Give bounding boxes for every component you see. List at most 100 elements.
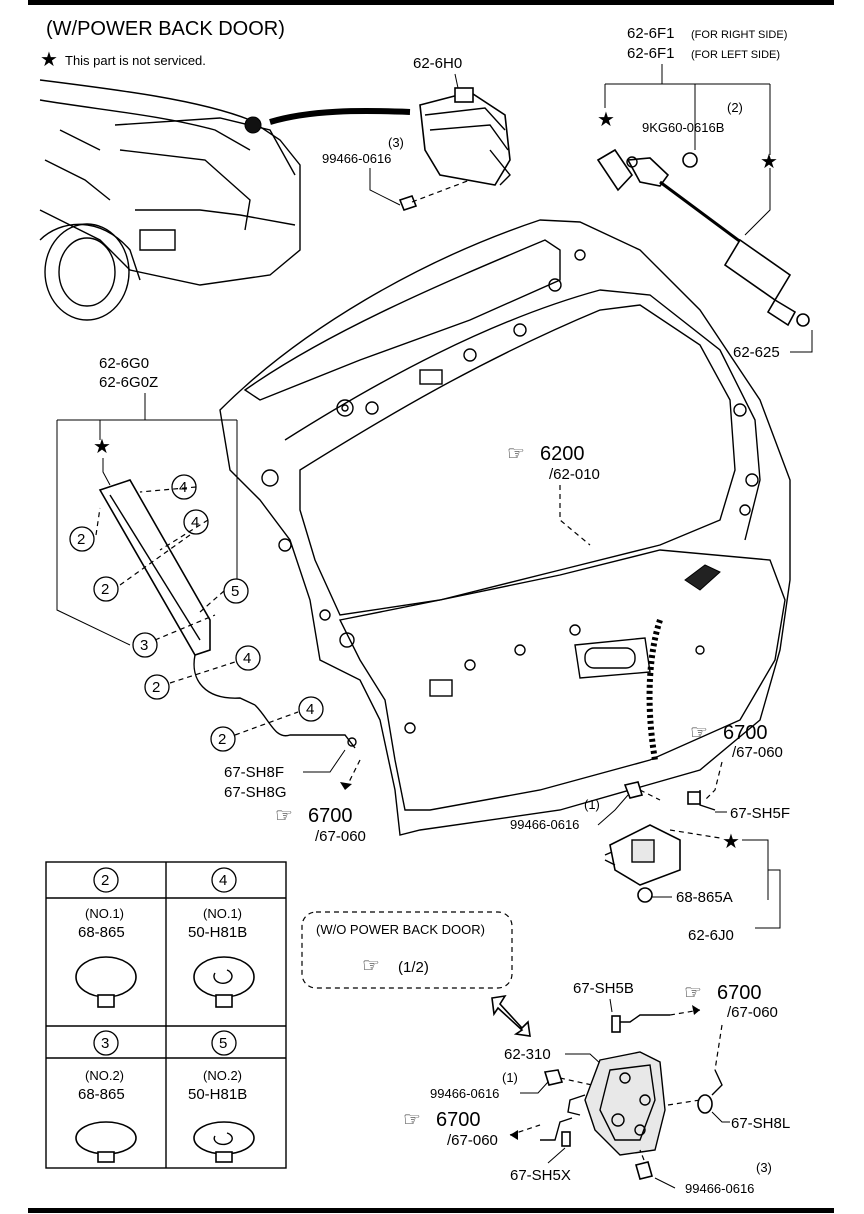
clip-no2-icon: [75, 1121, 137, 1163]
bolt-a-part-number: 99466-0616: [322, 151, 391, 166]
bolt-icon: [623, 781, 661, 801]
clip-no1-icon: [75, 956, 137, 1008]
harness-5b-part-number: 67-SH5B: [573, 980, 634, 997]
strut-bolt-qty: (2): [727, 100, 743, 115]
bolt-b-part-number: 99466-0616: [510, 817, 579, 832]
double-arrow-icon: [491, 994, 531, 1037]
svg-text:4: 4: [243, 650, 251, 667]
table-sub-2: (NO.1): [85, 906, 124, 921]
pointer-arrow: [269, 108, 411, 125]
star-icon: ★: [93, 436, 111, 458]
wo-power-ref: (1/2): [398, 959, 429, 976]
table-part-2: 68-865: [78, 924, 125, 941]
bolt-d-qty: (3): [756, 1160, 772, 1175]
svg-text:2: 2: [101, 581, 109, 598]
strut-cap: [796, 313, 810, 327]
table-sub-4: (NO.1): [203, 906, 242, 921]
table-num-2: 2: [101, 872, 109, 889]
pointing-hand-icon: ☞: [275, 805, 293, 827]
star-icon: ★: [40, 49, 58, 71]
table-num-5: 5: [219, 1035, 227, 1052]
bolt-icon: [635, 1149, 653, 1180]
svg-text:4: 4: [306, 701, 314, 718]
bolt-b-qty: (1): [584, 797, 600, 812]
svg-text:5: 5: [231, 583, 239, 600]
legend-note: This part is not serviced.: [65, 53, 206, 68]
bolt-c-qty: (1): [502, 1070, 518, 1085]
latch-ref-number-left: 6700: [436, 1109, 481, 1131]
bottom-border: [28, 1208, 834, 1213]
top-border: [28, 0, 834, 5]
table-part-5: 50-H81B: [188, 1086, 247, 1103]
callout-4: 4: [298, 696, 324, 722]
svg-text:2: 2: [152, 679, 160, 696]
glass-ref-number: 6200: [540, 443, 585, 465]
fastener-table: 2 (NO.1) 68-865 4 (NO.1) 50-H81B 3 (NO.2…: [45, 861, 287, 1169]
pointing-hand-icon: ☞: [507, 443, 525, 465]
pointing-hand-icon: ☞: [362, 955, 380, 977]
strut-right-side-label: (FOR RIGHT SIDE): [691, 29, 787, 41]
svg-text:3: 3: [140, 637, 148, 654]
latch-ref-number-right: 6700: [717, 982, 762, 1004]
glass-ref-sub: /62-010: [549, 466, 600, 483]
clip-865a-part-number: 68-865A: [676, 889, 733, 906]
harness-5x-part-number: 67-SH5X: [510, 1167, 571, 1184]
callout-5: 5: [223, 578, 249, 604]
grommet-no2-icon: [193, 1121, 255, 1163]
svg-text:4: 4: [179, 479, 187, 496]
vehicle-rear-sketch: [39, 79, 301, 321]
actuator-part-number: 62-6H0: [413, 55, 462, 72]
clip-icon: [637, 887, 653, 903]
callout-2: 2: [144, 674, 170, 700]
star-icon: ★: [722, 831, 740, 853]
spindle-part-number-b: 62-6G0Z: [99, 374, 158, 391]
callout-3: 3: [132, 632, 158, 658]
callout-4: 4: [235, 645, 261, 671]
svg-text:2: 2: [218, 731, 226, 748]
table-num-3: 3: [101, 1035, 109, 1052]
strut-cap-part-number: 62-625: [733, 344, 780, 361]
pointing-hand-icon: ☞: [403, 1109, 421, 1131]
pointing-hand-icon: ☞: [690, 722, 708, 744]
latch-ref-sub-right: /67-060: [727, 1004, 778, 1021]
wo-power-back-door-box: (W/O POWER BACK DOOR) ☞ (1/2): [301, 911, 513, 989]
harness-ref-sub: /67-060: [315, 828, 366, 845]
door-latch: [567, 1051, 666, 1156]
strut-left-part-number: 62-6F1: [627, 45, 675, 62]
table-sub-3: (NO.2): [85, 1068, 124, 1083]
bolt-icon: [543, 1069, 593, 1086]
grommet-no1-icon: [193, 956, 255, 1008]
table-part-4: 50-H81B: [188, 924, 247, 941]
diagram-title: (W/POWER BACK DOOR): [46, 18, 285, 40]
table-part-3: 68-865: [78, 1086, 125, 1103]
bolt-icon: [398, 179, 471, 211]
harness-8g-part-number: 67-SH8G: [224, 784, 287, 801]
bolt-a-qty: (3): [388, 135, 404, 150]
svg-text:4: 4: [191, 514, 199, 531]
table-num-4: 4: [219, 872, 227, 889]
strut-left-side-label: (FOR LEFT SIDE): [691, 49, 780, 61]
table-sub-5: (NO.2): [203, 1068, 242, 1083]
callout-2: 2: [93, 576, 119, 602]
callout-2: 2: [69, 526, 95, 552]
strut-right-part-number: 62-6F1: [627, 25, 675, 42]
bolt-d-part-number: 99466-0616: [685, 1181, 754, 1196]
harness-8f-part-number: 67-SH8F: [224, 764, 284, 781]
module-6j0-part-number: 62-6J0: [688, 927, 734, 944]
pointing-hand-icon: ☞: [684, 982, 702, 1004]
star-icon: ★: [597, 109, 615, 131]
control-module: [604, 824, 681, 886]
bolt-c-part-number: 99466-0616: [430, 1086, 499, 1101]
harness-8l-part-number: 67-SH8L: [731, 1115, 790, 1132]
spindle-drive: [98, 479, 357, 749]
gas-strut: [596, 148, 797, 327]
actuator-unit: [419, 87, 511, 186]
callout-4: 4: [183, 509, 209, 535]
star-icon: ★: [760, 151, 778, 173]
svg-text:2: 2: [77, 531, 85, 548]
callout-2: 2: [210, 726, 236, 752]
back-door-panel: [219, 219, 791, 836]
wo-power-label: (W/O POWER BACK DOOR): [316, 922, 485, 937]
latch-ref-sub-left: /67-060: [447, 1132, 498, 1149]
